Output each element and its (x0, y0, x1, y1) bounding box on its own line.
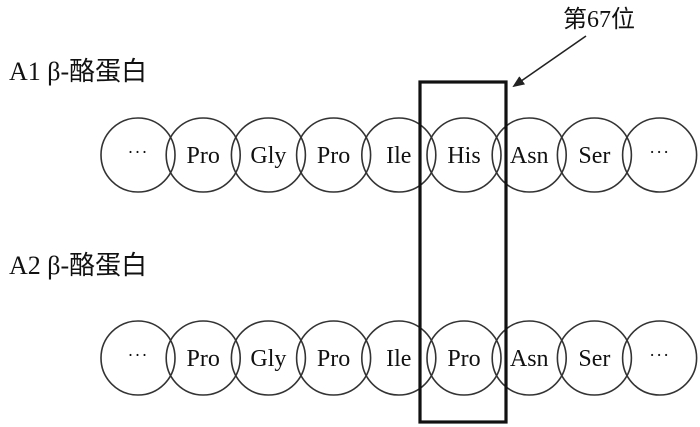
sequence-row-a2: ··· Pro Gly Pro Ile Pro Asn Ser ··· (100, 320, 698, 396)
residue-circle-2-1 (100, 320, 176, 396)
residue-circle-2-8 (556, 320, 633, 396)
residue-circle-1-9 (621, 117, 698, 193)
ellipsis-label-1-9: ··· (649, 142, 670, 162)
residue-circle-1-2 (165, 117, 241, 193)
residue-circle-1-6 (426, 117, 502, 193)
residue-circle-2-9 (621, 320, 698, 396)
ellipsis-label-2-9: ··· (649, 345, 670, 365)
position-highlight-box (418, 80, 508, 424)
residue-circle-2-2 (165, 320, 241, 396)
residue-label-2-4: Pro (317, 346, 350, 372)
residue-label-2-5: Ile (386, 346, 411, 372)
residue-label-2-2: Pro (187, 346, 220, 372)
residue-label-2-7: Asn (510, 346, 549, 372)
residue-circle-2-5 (360, 320, 437, 396)
residue-label-1-4: Pro (317, 143, 350, 169)
sequence-row-a1: ··· Pro Gly Pro Ile His Asn Ser ··· (100, 117, 698, 193)
residue-label-2-3: Gly (250, 346, 286, 372)
residue-circle-2-4 (295, 320, 372, 396)
residue-circle-2-7 (491, 320, 568, 396)
residue-circle-2-6 (426, 320, 502, 396)
residue-label-1-3: Gly (250, 143, 286, 169)
ellipsis-label-2-1: ··· (128, 345, 149, 365)
row-title-a1: A1 β-酪蛋白 (9, 57, 147, 86)
residue-label-1-2: Pro (187, 143, 220, 169)
residue-circle-1-7 (491, 117, 568, 193)
position-arrow (512, 35, 587, 88)
residue-circle-2-3 (230, 320, 307, 396)
residue-label-1-5: Ile (386, 143, 411, 169)
residue-label-2-8: Ser (578, 346, 610, 372)
residue-label-1-7: Asn (510, 143, 549, 169)
ellipsis-label-1-1: ··· (128, 142, 149, 162)
residue-label-1-8: Ser (578, 143, 610, 169)
residue-circle-1-4 (295, 117, 372, 193)
row-title-a2: A2 β-酪蛋白 (9, 251, 147, 280)
position-67-label: 第67位 (563, 6, 635, 33)
residue-label-1-6: His (447, 143, 480, 169)
residue-circle-1-8 (556, 117, 633, 193)
residue-circle-1-3 (230, 117, 307, 193)
residue-label-2-6: Pro (447, 346, 480, 372)
residue-circle-1-1 (100, 117, 176, 193)
residue-circle-1-5 (360, 117, 437, 193)
